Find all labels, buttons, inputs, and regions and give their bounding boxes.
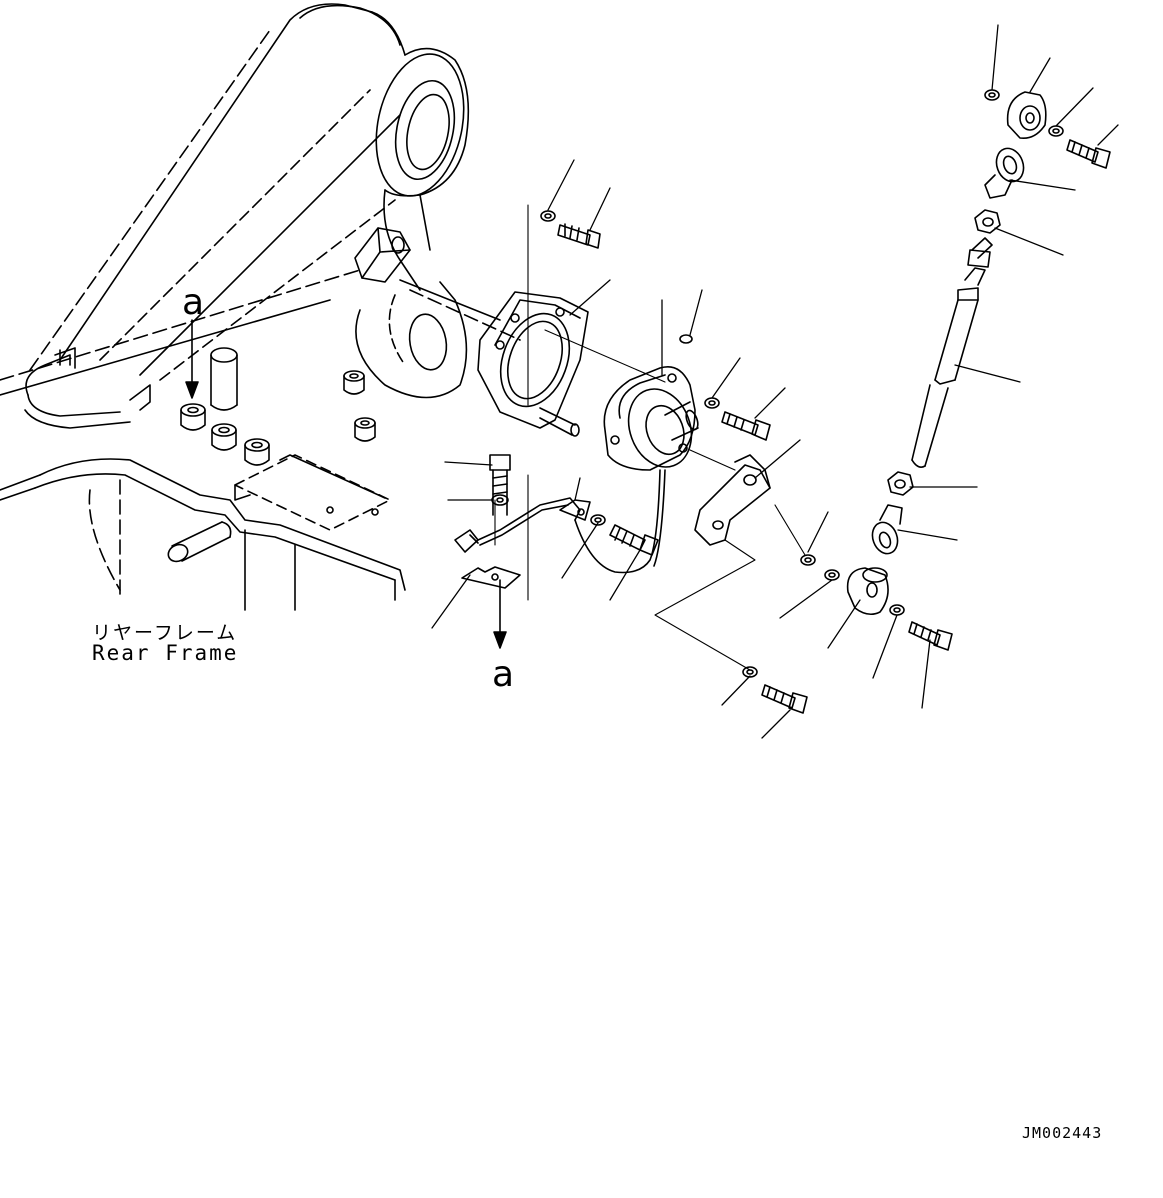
bushing-tall [210, 347, 238, 411]
washer-6 [824, 569, 840, 581]
sensor-bracket [477, 291, 589, 437]
lever-arm [694, 454, 771, 546]
washer-3 [590, 514, 606, 526]
washer-1 [540, 210, 556, 222]
rear-frame-label-en: Rear Frame [92, 641, 239, 665]
bolt-3 [609, 524, 659, 556]
view-mark-a-bottom: a [492, 654, 515, 695]
bushing-small-4 [343, 370, 365, 395]
bolt-6 [908, 621, 953, 651]
bolt-2 [489, 454, 511, 516]
bolt-1 [557, 223, 601, 249]
bolt-7 [1066, 139, 1111, 169]
bolt-4 [721, 411, 771, 441]
washer-5 [800, 554, 816, 566]
bushing-small-5 [354, 417, 376, 442]
washer-2 [491, 494, 509, 506]
rear-frame [0, 269, 406, 611]
rear-frame-label-jp: リヤーフレーム [92, 622, 238, 644]
washer-10 [1048, 125, 1064, 137]
cable-clip [461, 566, 521, 589]
drawing-code: JM002443 [1022, 1124, 1103, 1142]
pin-key [679, 334, 693, 344]
washer-9 [984, 89, 1000, 101]
boom-bracket [24, 3, 521, 429]
washer-8 [889, 604, 905, 616]
view-mark-a-top: a [182, 282, 205, 323]
link-rod [911, 237, 993, 468]
bushing-small-3 [244, 438, 270, 466]
view-arrow-top [185, 319, 199, 399]
ground-cable [454, 497, 591, 553]
bushing-small-1 [180, 403, 206, 431]
bolt-5 [761, 684, 808, 714]
bushing-small-2 [211, 423, 237, 451]
rod-end-upper [984, 147, 1025, 199]
view-arrow-bottom [493, 579, 507, 649]
nut-upper [974, 209, 1001, 234]
angle-sensor [574, 366, 699, 574]
washer-4 [704, 397, 720, 409]
lever-block-lower [846, 567, 889, 616]
rod-end-lower [871, 504, 903, 555]
pipe-stub [167, 521, 232, 563]
lever-block-upper [1006, 91, 1047, 140]
nut-lower [887, 471, 914, 496]
leader-lines [431, 24, 1119, 739]
